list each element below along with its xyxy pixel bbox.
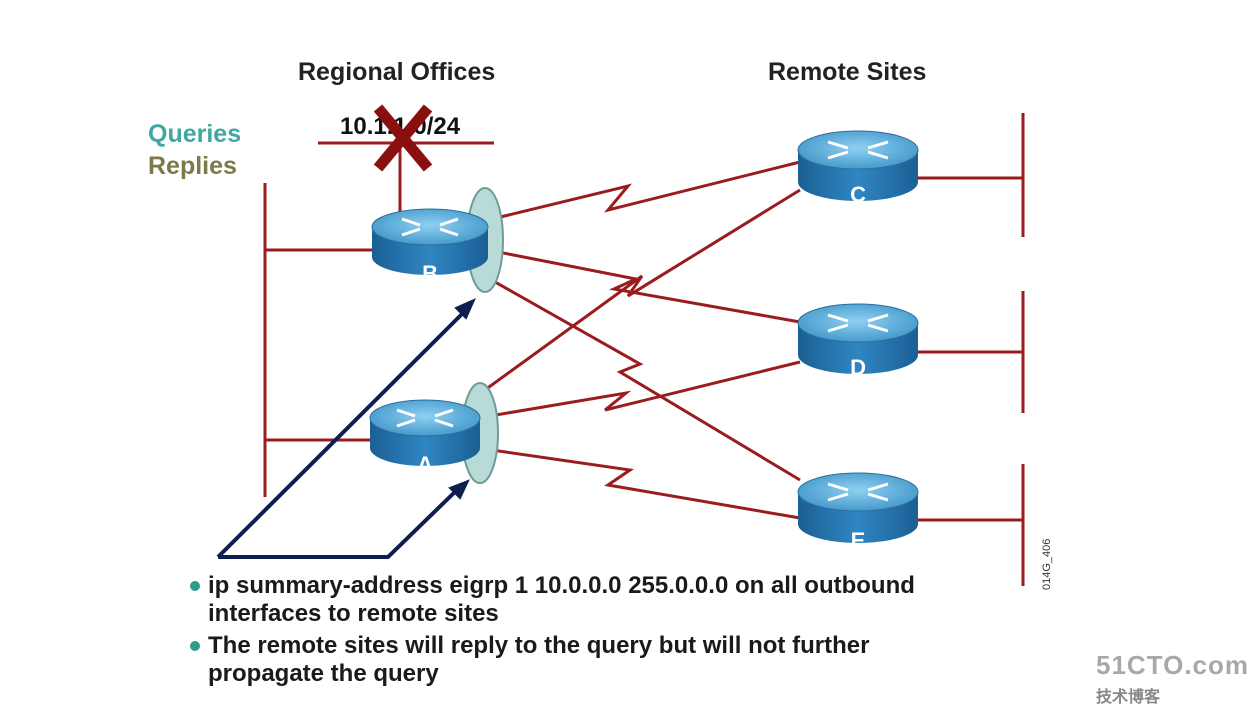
- router-b-label: B: [422, 261, 438, 286]
- legend-queries: Queries: [148, 120, 242, 148]
- router-arrows-icon: [827, 140, 889, 160]
- bullet-text: The remote sites will reply to the query…: [208, 632, 870, 687]
- wan-link-a-c: [477, 188, 801, 397]
- router-arrows-icon: [401, 217, 459, 237]
- router-c[interactable]: C: [797, 130, 919, 207]
- arrow-to-b-icon: [216, 306, 470, 559]
- lan-segments: [263, 113, 1025, 586]
- bullet-text: ip summary-address eigrp 1 10.0.0.0 255.…: [208, 572, 915, 627]
- failure-x-icon: [373, 104, 433, 172]
- bullet-list: ip summary-address eigrp 1 10.0.0.0 255.…: [188, 572, 948, 692]
- remote-sites-heading: Remote Sites: [768, 58, 927, 86]
- router-e[interactable]: E: [797, 472, 919, 553]
- figure-id: 014G_406: [1041, 539, 1053, 590]
- router-arrows-icon: [396, 408, 454, 428]
- arrow-to-a-icon: [218, 485, 462, 559]
- router-c-label: C: [850, 182, 866, 207]
- router-b[interactable]: B: [371, 208, 489, 286]
- wan-links: [477, 160, 801, 520]
- query-arrows: [216, 298, 476, 559]
- bullet-item: The remote sites will reply to the query…: [188, 632, 948, 688]
- bullet-dot-icon: [190, 641, 200, 651]
- wan-link-b-e: [487, 276, 801, 482]
- watermark-sub: 技术博客: [1096, 689, 1161, 706]
- bullet-item: ip summary-address eigrp 1 10.0.0.0 255.…: [188, 572, 948, 628]
- router-arrows-icon: [827, 313, 889, 333]
- router-d[interactable]: D: [797, 303, 919, 380]
- router-e-label: E: [851, 528, 866, 553]
- router-a[interactable]: A: [369, 399, 481, 477]
- watermark: 51CTO.com 技术博客: [1096, 650, 1249, 707]
- wan-link-a-e: [477, 446, 801, 520]
- regional-offices-heading: Regional Offices: [298, 58, 496, 86]
- wan-link-b-c: [487, 160, 801, 222]
- legend-replies: Replies: [148, 152, 237, 180]
- router-d-label: D: [850, 355, 866, 380]
- wan-link-a-d: [477, 360, 801, 420]
- watermark-site: 51CTO.com: [1096, 650, 1249, 680]
- router-a-label: A: [417, 452, 433, 477]
- router-arrows-icon: [827, 482, 889, 502]
- bullet-dot-icon: [190, 581, 200, 591]
- wan-link-b-d: [487, 248, 801, 324]
